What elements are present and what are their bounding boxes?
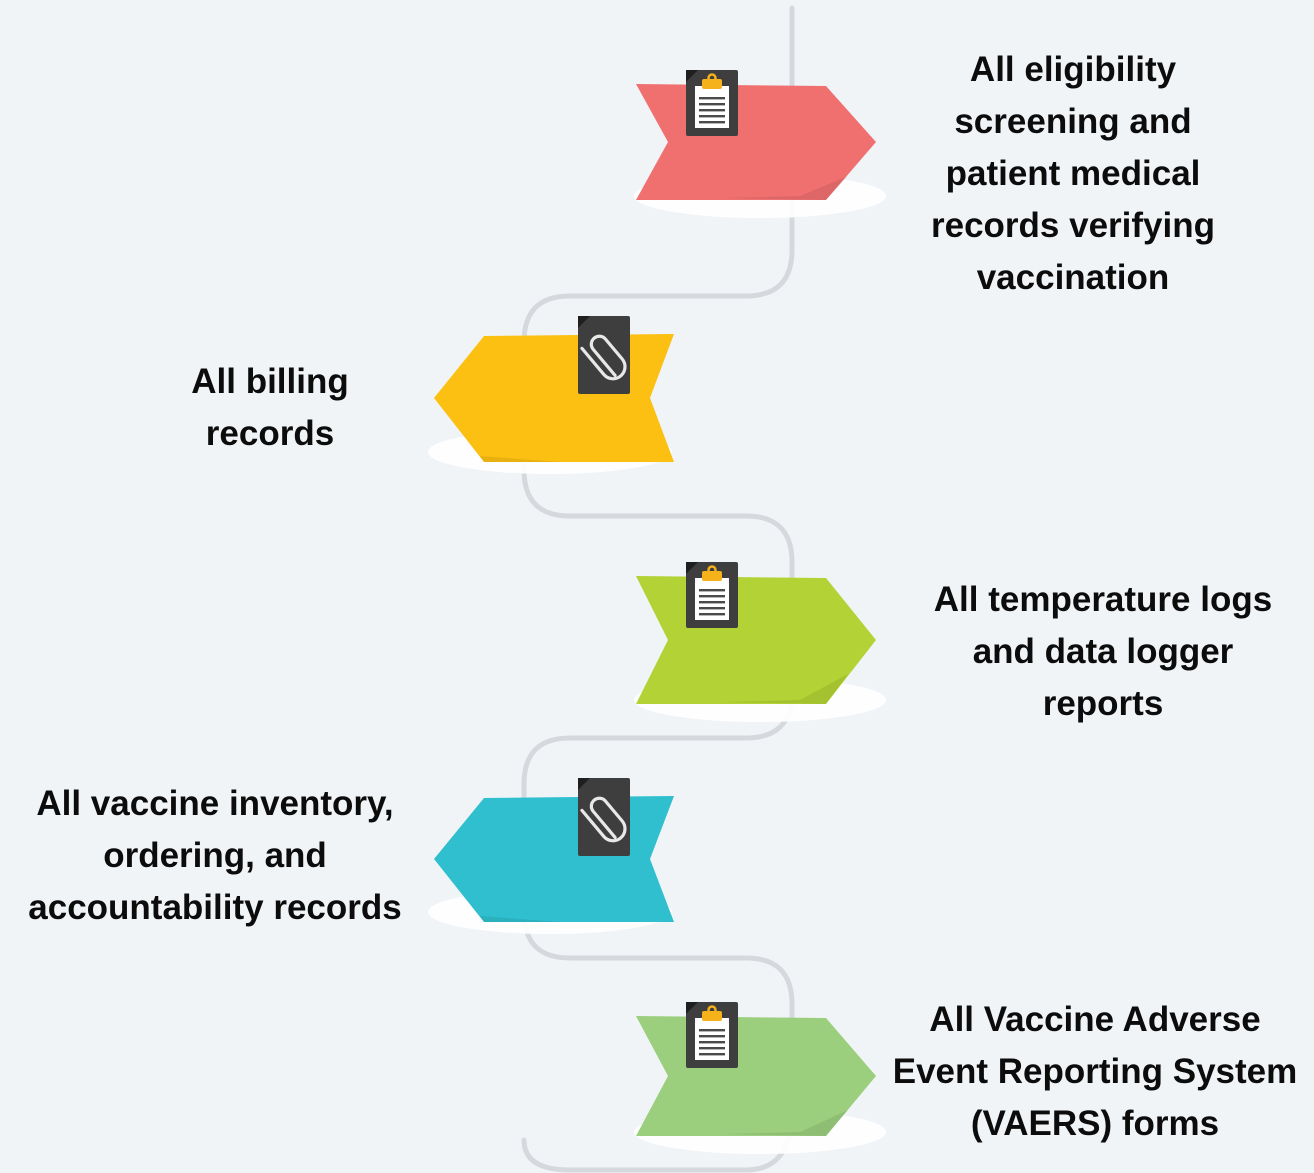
record-label-eligibility: All eligibility screening and patient me… <box>931 50 1215 297</box>
record-arrow-1 <box>634 70 886 218</box>
clipboard-clip <box>702 79 722 89</box>
clipboard-line <box>699 1041 725 1044</box>
arrow-shade <box>720 176 848 200</box>
clipboard-line <box>699 613 725 616</box>
arrow-shade <box>720 674 848 704</box>
arrow-body <box>434 796 674 922</box>
clipboard-clip <box>702 1011 722 1021</box>
clipboard-line <box>699 121 725 124</box>
clipboard-clip-ring <box>707 73 717 83</box>
record-label-inventory: All vaccine inventory, ordering, and acc… <box>28 784 402 927</box>
clipboard-corner <box>686 562 698 574</box>
paperclip-corner <box>578 316 590 328</box>
clipboard-line <box>699 607 725 610</box>
clipboard-line <box>699 109 725 112</box>
clipboard-line <box>699 1035 725 1038</box>
clipboard-line <box>699 1047 725 1050</box>
paperclip-shape <box>580 796 627 843</box>
clipboard-line <box>699 595 725 598</box>
clipboard-corner <box>686 70 698 82</box>
arrow-body <box>434 334 674 462</box>
clipboard-line <box>699 103 725 106</box>
clipboard-corner <box>686 1002 698 1014</box>
clipboard-clip <box>702 571 722 581</box>
record-arrow-3 <box>634 562 886 722</box>
record-arrow-5 <box>634 1002 886 1154</box>
paperclip-corner <box>578 778 590 790</box>
paperclip-shape <box>580 334 627 381</box>
clipboard-line <box>699 115 725 118</box>
record-label-billing: All billing records <box>191 362 349 453</box>
clipboard-clip-ring <box>707 565 717 575</box>
clipboard-line <box>699 601 725 604</box>
clipboard-line <box>699 589 725 592</box>
record-arrow-2 <box>428 316 674 474</box>
record-label-vaers: All Vaccine Adverse Event Reporting Syst… <box>892 1000 1298 1143</box>
arrow-shade <box>720 1110 848 1136</box>
clipboard-line <box>699 1053 725 1056</box>
paperclip-board <box>578 778 630 856</box>
arrow-group <box>428 70 886 1154</box>
record-label-temperature: All temperature logs and data logger rep… <box>933 580 1273 723</box>
clipboard-clip-ring <box>707 1005 717 1015</box>
record-arrow-4 <box>428 778 674 934</box>
clipboard-line <box>699 97 725 100</box>
paperclip-board <box>578 316 630 394</box>
clipboard-line <box>699 1029 725 1032</box>
